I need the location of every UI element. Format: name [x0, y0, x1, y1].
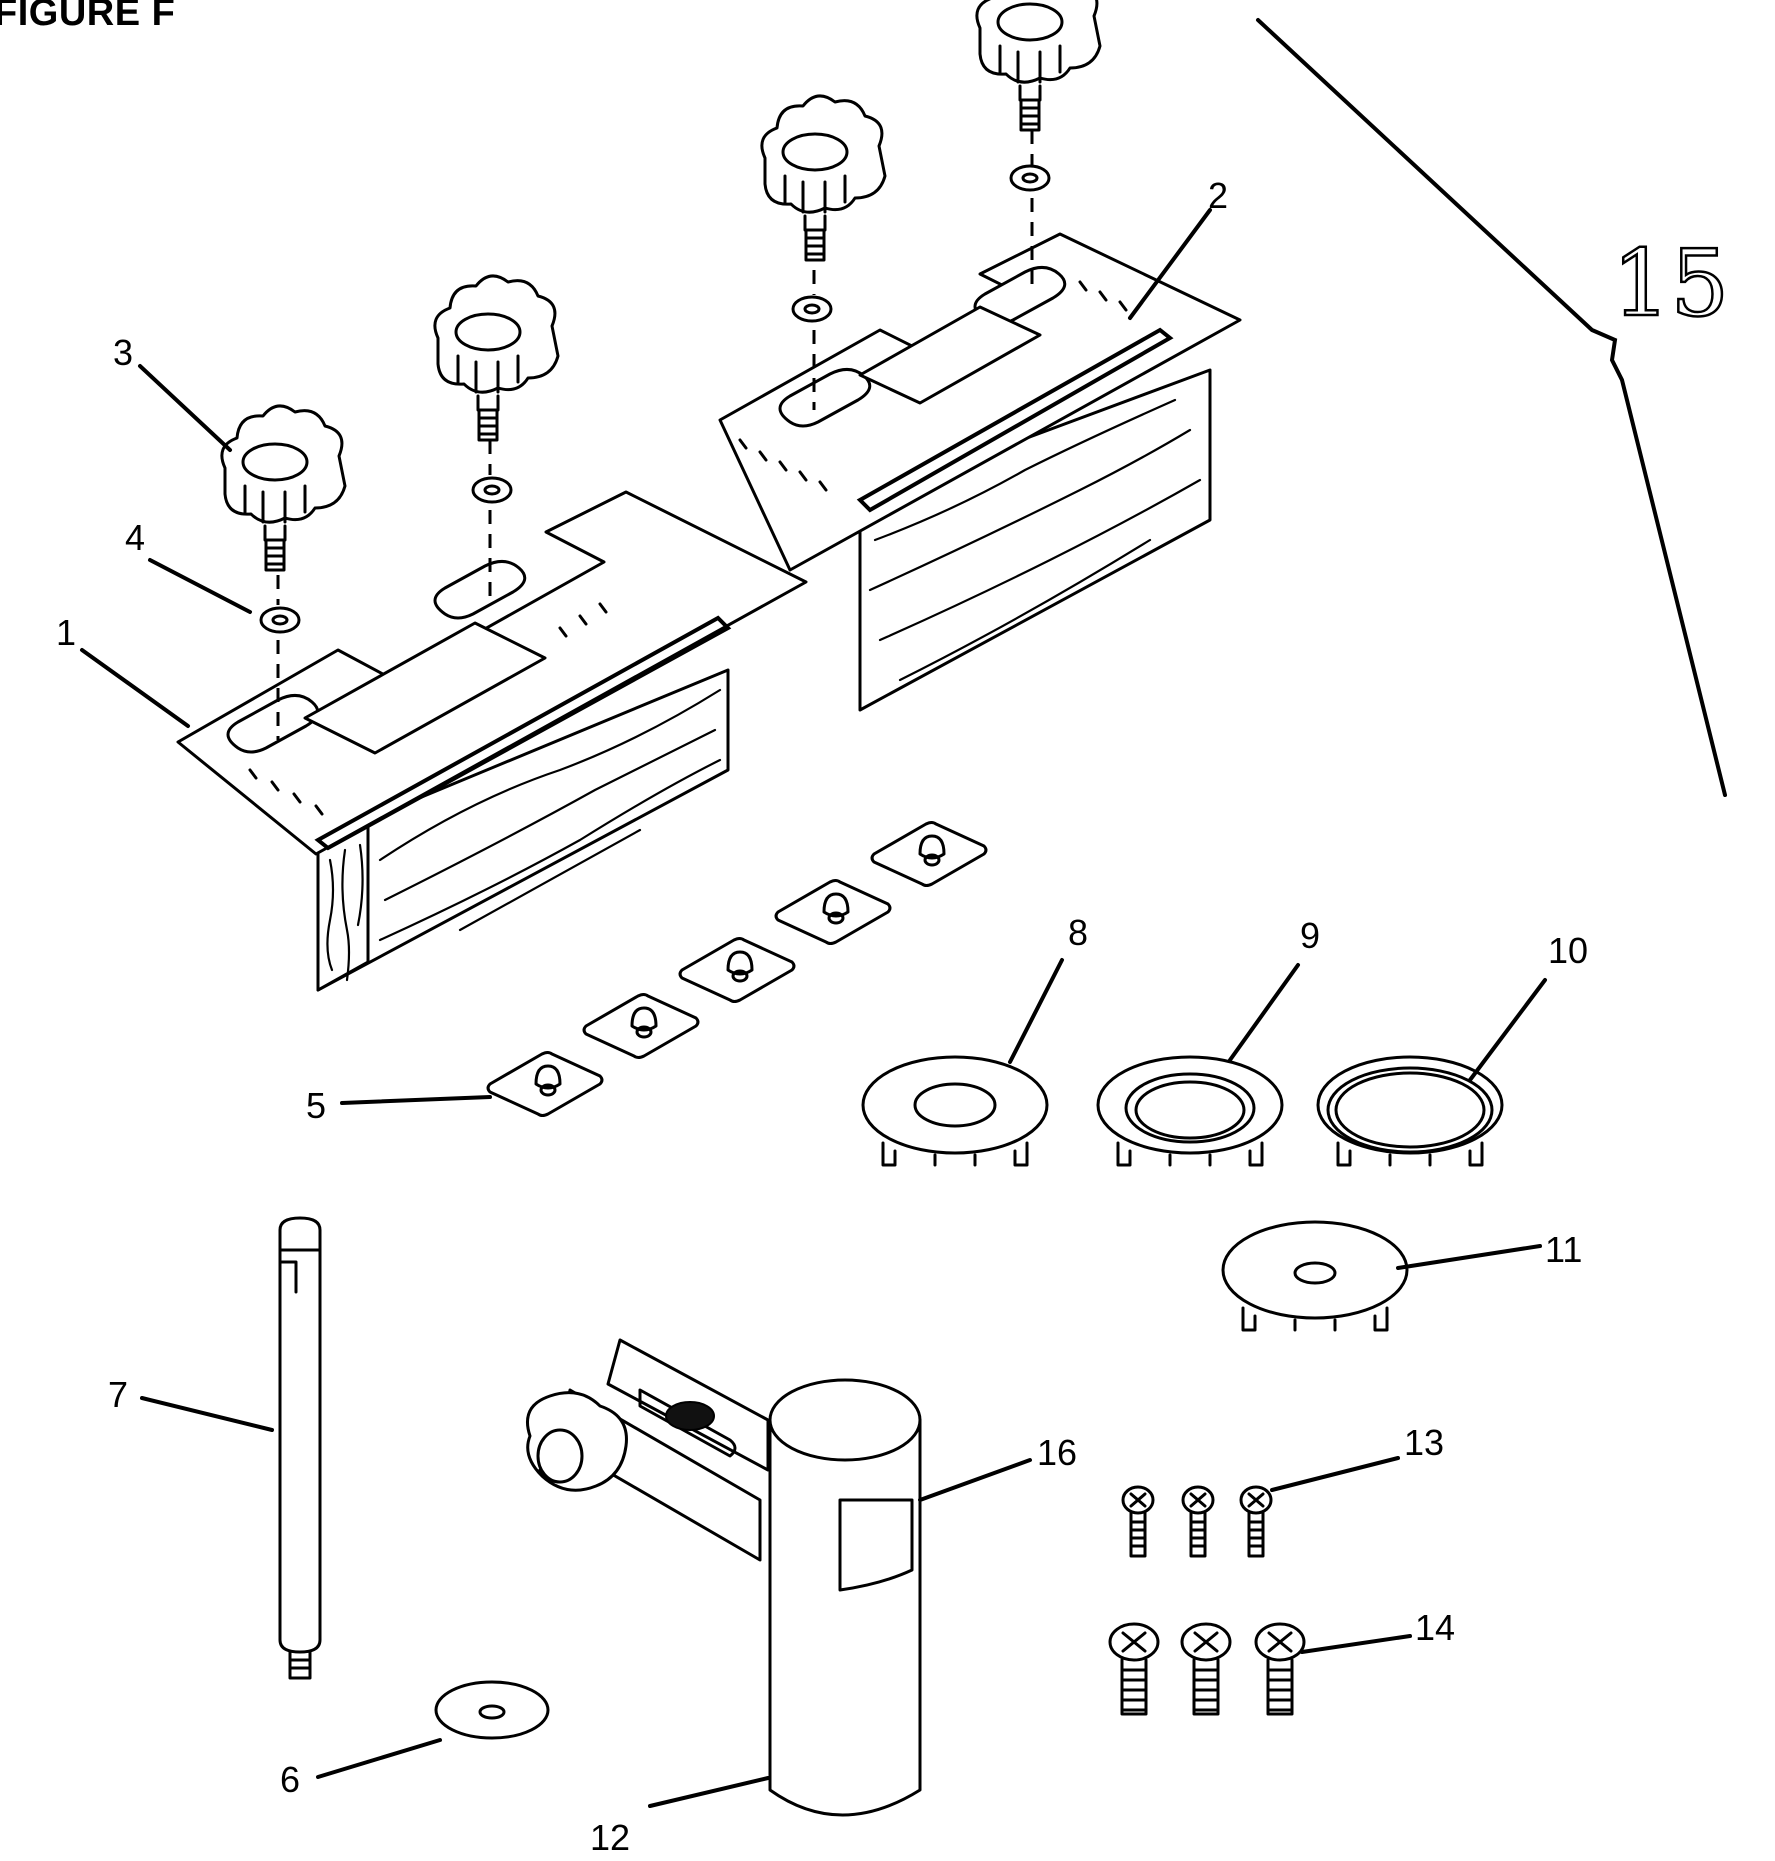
fence-bracket-2	[718, 232, 1242, 712]
callout-7: 7	[108, 1374, 128, 1415]
callout-14: 14	[1415, 1607, 1455, 1648]
callout-8: 8	[1068, 912, 1088, 953]
callout-10: 10	[1548, 930, 1588, 971]
insert-cap-8	[861, 1055, 1049, 1167]
callout-12: 12	[590, 1817, 630, 1858]
insert-cap-9	[1096, 1055, 1284, 1167]
callout-2: 2	[1208, 175, 1228, 216]
washer-icon	[791, 295, 833, 323]
callout-9: 9	[1300, 915, 1320, 956]
callout-5: 5	[306, 1085, 326, 1126]
screws-13	[1121, 1485, 1273, 1558]
washer-6	[434, 1680, 550, 1740]
screw-icon	[1108, 1622, 1160, 1716]
fence-bracket-1	[176, 490, 808, 992]
callout-3: 3	[113, 332, 133, 373]
washer-icon	[1009, 164, 1051, 192]
callout-1: 1	[56, 612, 76, 653]
page-number-mark: 15	[1612, 230, 1729, 337]
screw-icon	[1239, 1485, 1273, 1558]
callout-4: 4	[125, 517, 145, 558]
screw-icon	[1181, 1485, 1215, 1558]
post-assembly-12	[526, 1338, 922, 1817]
leader-lines	[80, 208, 1547, 1808]
page-corner-mark	[1256, 18, 1727, 797]
knob-icon	[433, 274, 560, 442]
callout-6: 6	[280, 1759, 300, 1800]
knob-icon	[760, 94, 887, 262]
screws-14	[1108, 1622, 1306, 1716]
screw-icon	[1180, 1622, 1232, 1716]
screw-icon	[1254, 1622, 1306, 1716]
guide-rod-7	[278, 1216, 322, 1680]
callout-16: 16	[1037, 1432, 1077, 1473]
figure-title: FIGURE F	[0, 0, 176, 34]
washer-icon	[259, 606, 301, 634]
insert-cap-11	[1221, 1220, 1409, 1332]
washer-icon	[471, 476, 513, 504]
insert-cap-10	[1316, 1055, 1504, 1167]
callout-11: 11	[1545, 1229, 1582, 1270]
callout-13: 13	[1404, 1422, 1444, 1463]
knob-icon	[975, 0, 1102, 132]
screw-icon	[1121, 1485, 1155, 1558]
knob-icon	[220, 404, 347, 572]
